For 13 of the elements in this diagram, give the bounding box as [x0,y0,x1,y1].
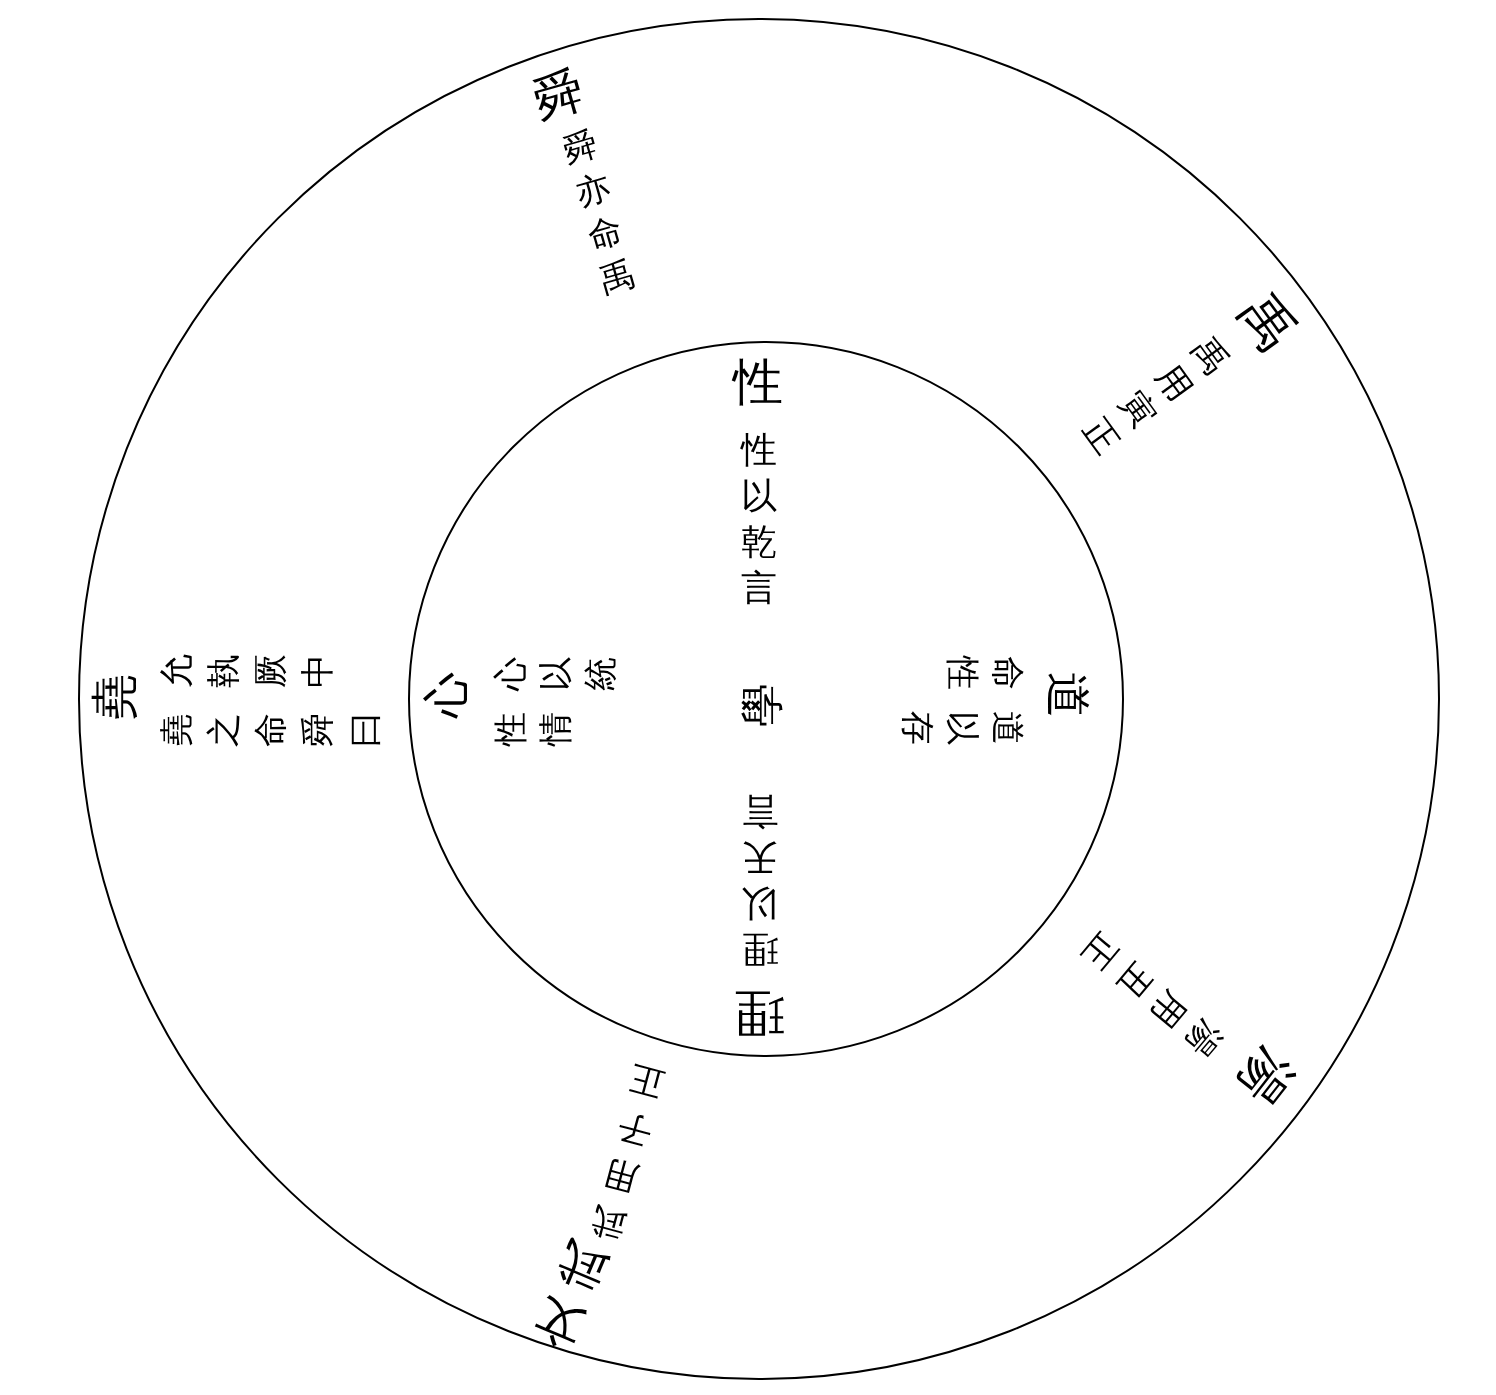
heading-text: 道 [1043,672,1093,718]
body-text: 性以乾言 [741,428,777,610]
body-text: 理以天言 [742,790,778,972]
heading-text: 堯 [89,673,141,721]
body-text: 堯之命舜曰允執厥中 [154,652,385,749]
heading-text: 理 [734,986,784,1040]
body-text: 道以存命性 [896,654,1029,747]
heading-text: 學 [738,683,786,727]
body-text: 心以統性情 [488,655,621,749]
body-text: 武用子正 [587,1056,670,1248]
heading-text: 性 [733,355,783,409]
outer-circle [78,18,1440,1380]
heading-text: 心 [421,672,471,718]
